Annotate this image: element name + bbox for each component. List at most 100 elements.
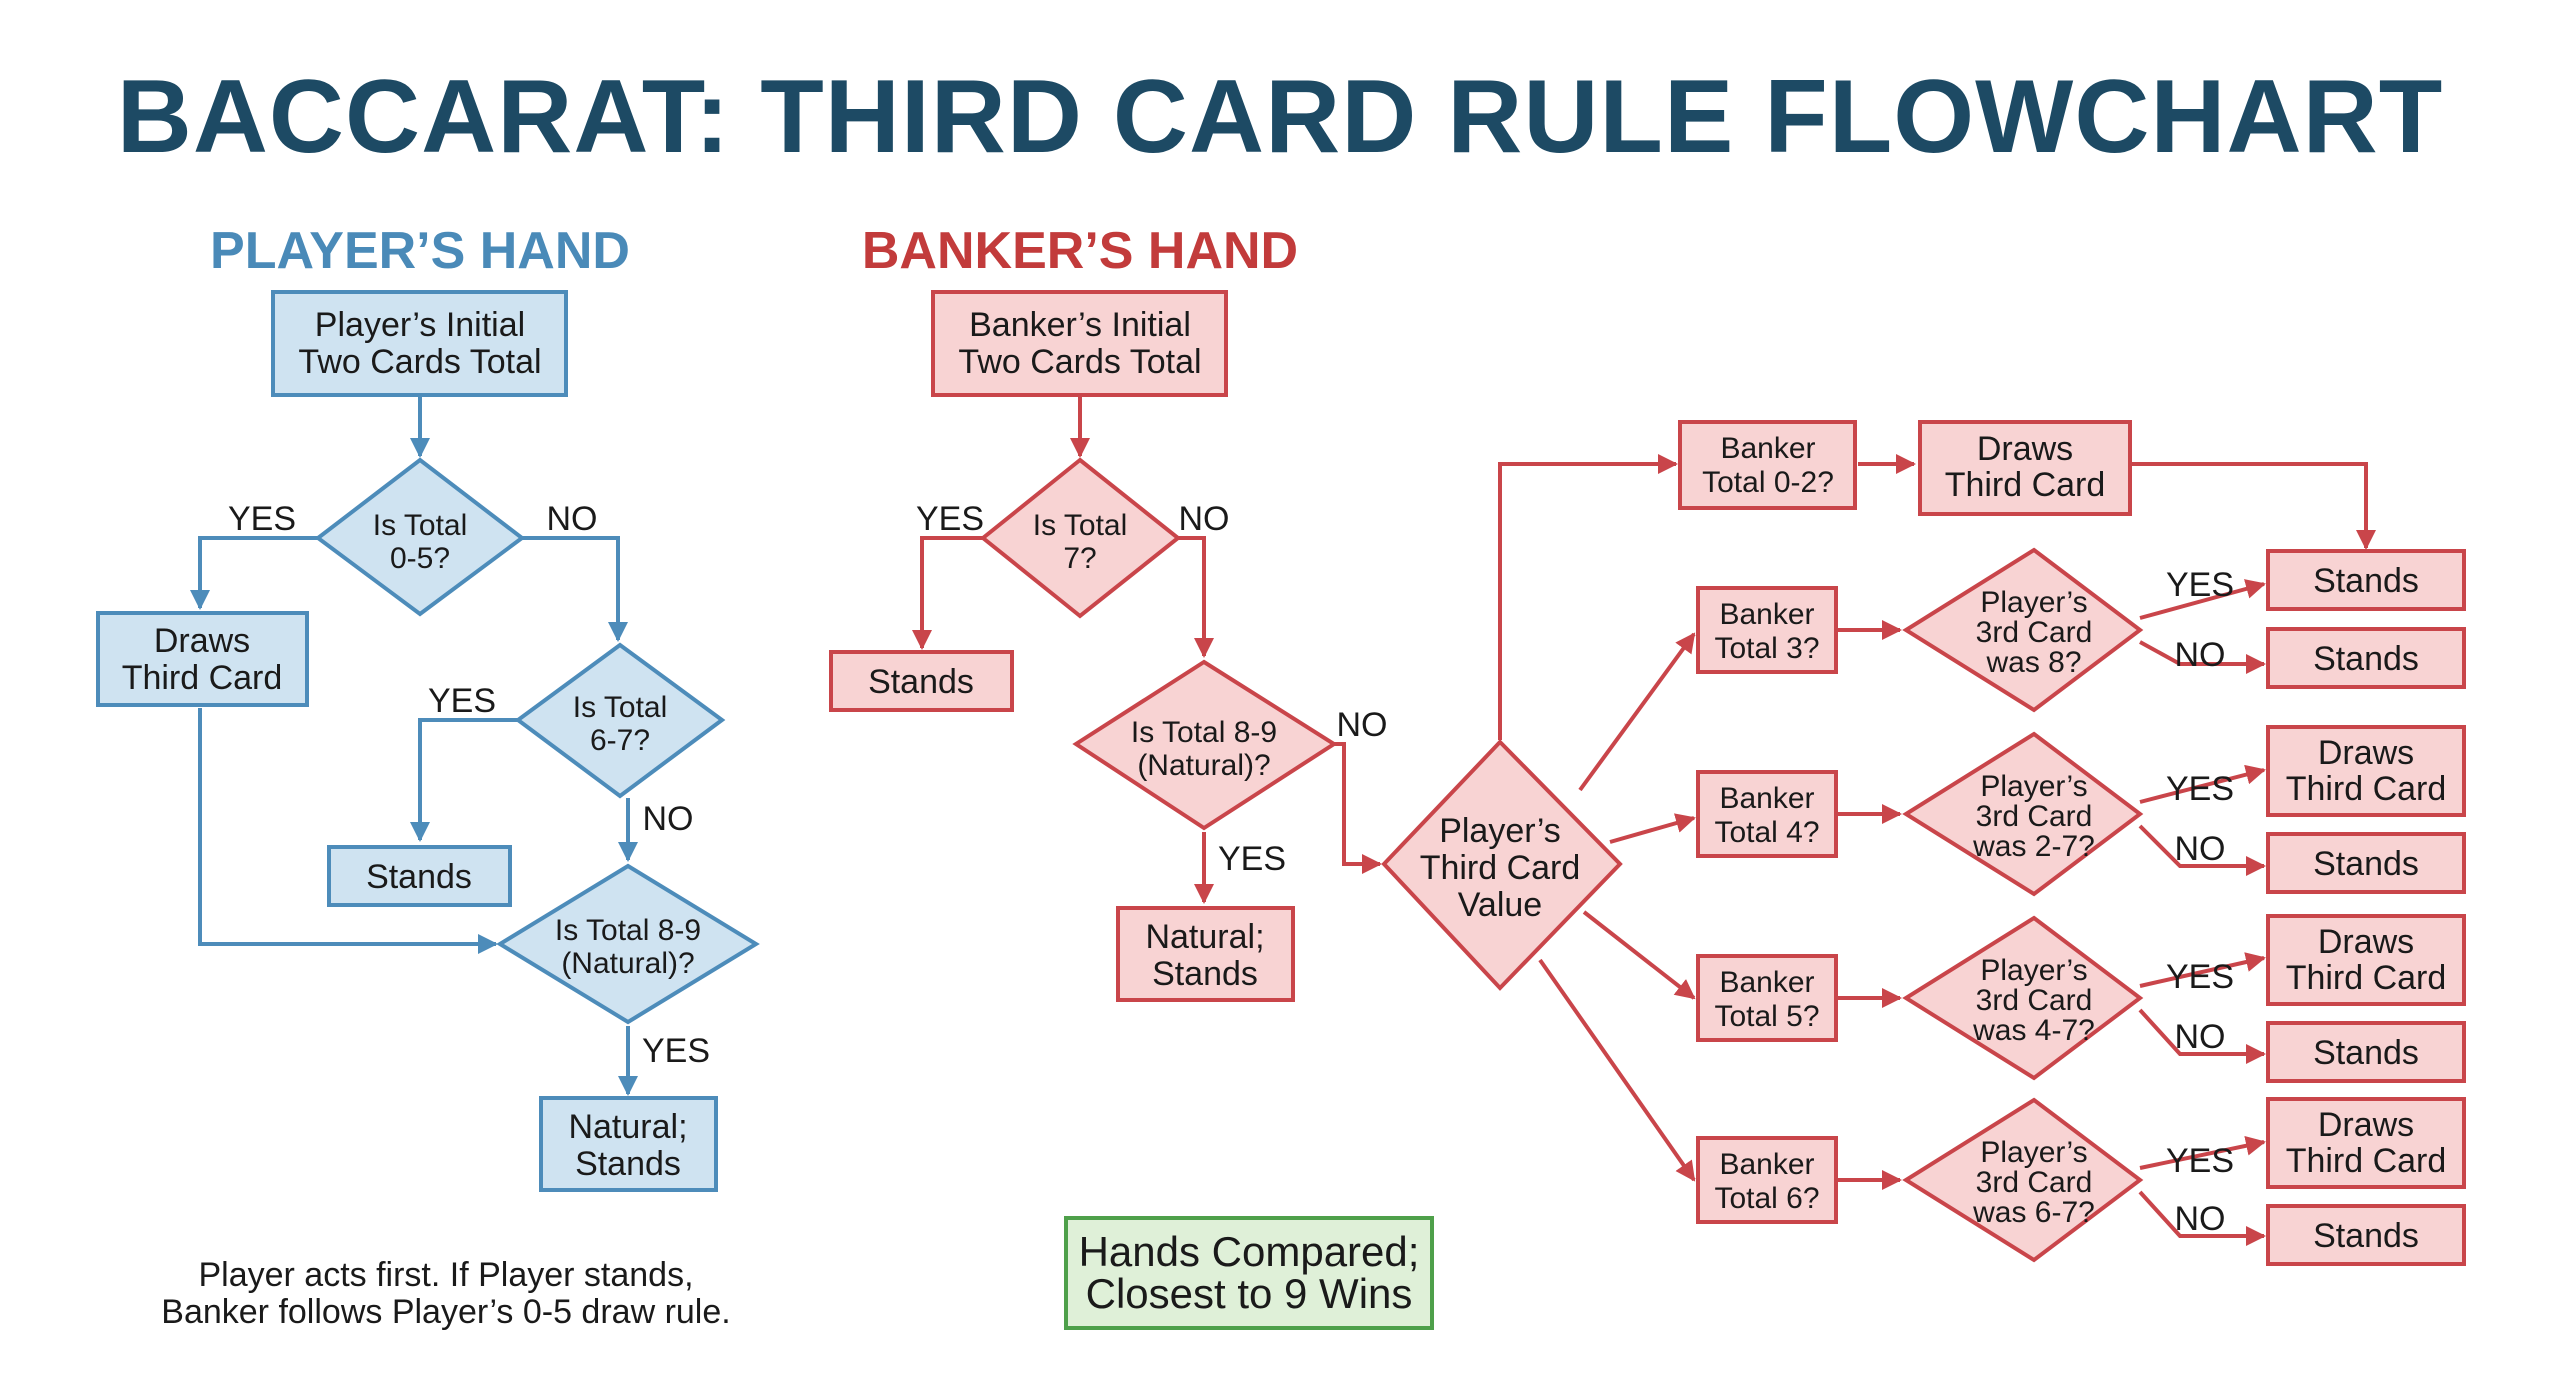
banker-natural-line2: Stands (1152, 955, 1258, 993)
player-natural-line1: Natural; (568, 1108, 687, 1146)
banker-start-box: Banker’s Initial Two Cards Total (931, 290, 1228, 397)
t4-line2: Total 4? (1714, 816, 1819, 849)
player-d3-line2: (Natural)? (561, 947, 694, 980)
question-was-6-7: Player’s 3rd Card was 6-7? (1902, 1097, 2144, 1263)
t02-line2: Total 0-2? (1702, 466, 1834, 499)
player-start-line2: Two Cards Total (298, 343, 541, 381)
player-d1-line2: 0-5? (390, 542, 450, 575)
player-decision-0-5: Is Total 0-5? (314, 457, 526, 617)
player-d2-line1: Is Total (573, 691, 668, 724)
q5-line3: was 4-7? (1972, 1014, 2095, 1047)
page-title: BACCARAT: THIRD CARD RULE FLOWCHART (117, 59, 2444, 175)
q4-line3: was 2-7? (1972, 830, 2095, 863)
t5-line1: Banker (1719, 966, 1814, 999)
q3-line3: was 8? (1985, 646, 2081, 679)
q6-yes-label: YES (2166, 1142, 2234, 1180)
banker-stands-box: Stands (829, 650, 1014, 712)
q3-no-label: NO (2175, 636, 2226, 674)
q3-line2: 3rd Card (1976, 616, 2093, 649)
t6-line1: Banker (1719, 1148, 1814, 1181)
draws-top-line2: Third Card (1945, 466, 2106, 504)
q4-no-label: NO (2175, 830, 2226, 868)
q6-line1: Player’s (1980, 1136, 2087, 1169)
result-stands-3: Stands (2266, 832, 2466, 894)
t3-line2: Total 3? (1714, 632, 1819, 665)
result-draws-3: Draws Third Card (2266, 1097, 2466, 1189)
banker-total-0-2-box: Banker Total 0-2? (1678, 420, 1857, 510)
q4-line2: 3rd Card (1976, 800, 2093, 833)
banker-start-line2: Two Cards Total (958, 343, 1201, 381)
player-heading: PLAYER’S HAND (210, 222, 630, 280)
q4-line1: Player’s (1980, 770, 2087, 803)
q6-line3: was 6-7? (1972, 1196, 2095, 1229)
banker-d1-line2: 7? (1063, 542, 1096, 575)
player-decision-6-7: Is Total 6-7? (514, 642, 726, 799)
t5-line2: Total 5? (1714, 1000, 1819, 1033)
player-d1-line1: Is Total (373, 509, 468, 542)
banker-d1-yes-label: YES (916, 500, 984, 538)
player-stands-text: Stands (366, 858, 472, 896)
banker-connectors (912, 394, 2376, 1246)
banker-d2-line1: Is Total 8-9 (1131, 716, 1277, 749)
result-stands-4: Stands (2266, 1021, 2466, 1083)
player-decision-natural: Is Total 8-9 (Natural)? (496, 863, 760, 1025)
player-draws-line1: Draws (154, 622, 250, 660)
banker-decision-natural: Is Total 8-9 (Natural)? (1072, 659, 1338, 831)
player-d2-yes-label: YES (428, 682, 496, 720)
banker-total-6-box: Banker Total 6? (1696, 1136, 1838, 1224)
player-natural-box: Natural; Stands (539, 1096, 718, 1192)
banker-draws-third-card-top: Draws Third Card (1918, 420, 2132, 516)
third-card-line3: Value (1458, 886, 1542, 924)
t6-line2: Total 6? (1714, 1182, 1819, 1215)
banker-stands-text: Stands (868, 663, 974, 701)
q5-yes-label: YES (2166, 958, 2234, 996)
player-draws-line2: Third Card (122, 659, 283, 697)
q3-line1: Player’s (1980, 586, 2087, 619)
q6-line2: 3rd Card (1976, 1166, 2093, 1199)
player-note-line2: Banker follows Player’s 0-5 draw rule. (161, 1293, 730, 1331)
third-card-line2: Third Card (1420, 849, 1581, 887)
q6-no-label: NO (2175, 1200, 2226, 1238)
banker-d1-no-label: NO (1179, 500, 1230, 538)
player-d2-no-label: NO (643, 800, 694, 838)
player-third-card-value-decision: Player’s Third Card Value (1381, 739, 1623, 991)
player-stands-box: Stands (327, 845, 512, 907)
banker-d1-line1: Is Total (1033, 509, 1128, 542)
result-stands-2: Stands (2266, 627, 2466, 689)
banker-total-5-box: Banker Total 5? (1696, 954, 1838, 1042)
result-stands-1-text: Stands (2313, 562, 2419, 600)
player-connectors (190, 395, 638, 1096)
t3-line1: Banker (1719, 598, 1814, 631)
banker-total-3-box: Banker Total 3? (1696, 586, 1838, 674)
q5-line1: Player’s (1980, 954, 2087, 987)
player-start-line1: Player’s Initial (315, 306, 525, 344)
result-draws-3-line2: Third Card (2286, 1142, 2447, 1180)
question-was-8: Player’s 3rd Card was 8? (1902, 547, 2144, 713)
result-draws-2-line1: Draws (2318, 923, 2414, 961)
result-stands-4-text: Stands (2313, 1034, 2419, 1072)
result-draws-1-line2: Third Card (2286, 770, 2447, 808)
banker-d2-no-label: NO (1337, 706, 1388, 744)
player-natural-line2: Stands (575, 1145, 681, 1183)
result-stands-5-text: Stands (2313, 1217, 2419, 1255)
outcome-box: Hands Compared; Closest to 9 Wins (1064, 1216, 1434, 1330)
banker-natural-line1: Natural; (1145, 918, 1264, 956)
banker-total-4-box: Banker Total 4? (1696, 770, 1838, 858)
result-stands-3-text: Stands (2313, 845, 2419, 883)
player-start-box: Player’s Initial Two Cards Total (271, 290, 568, 397)
banker-d2-yes-label: YES (1218, 840, 1286, 878)
player-note-line1: Player acts first. If Player stands, (198, 1256, 693, 1294)
q5-line2: 3rd Card (1976, 984, 2093, 1017)
outcome-line1: Hands Compared; (1079, 1228, 1420, 1275)
player-d2-line2: 6-7? (590, 724, 650, 757)
result-draws-3-line1: Draws (2318, 1106, 2414, 1144)
player-d1-no-label: NO (547, 500, 598, 538)
q3-yes-label: YES (2166, 566, 2234, 604)
third-card-line1: Player’s (1439, 812, 1561, 850)
q4-yes-label: YES (2166, 770, 2234, 808)
question-was-2-7: Player’s 3rd Card was 2-7? (1902, 731, 2144, 897)
player-d3-yes-label: YES (642, 1032, 710, 1070)
result-draws-2-line2: Third Card (2286, 959, 2447, 997)
banker-heading: BANKER’S HAND (862, 222, 1298, 280)
